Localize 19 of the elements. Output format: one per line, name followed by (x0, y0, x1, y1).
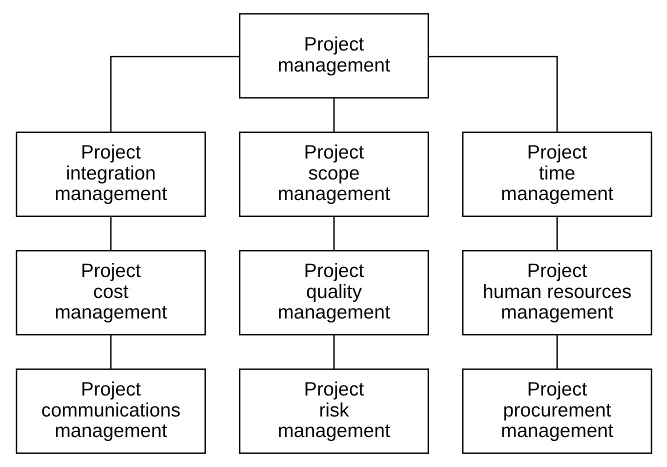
connector (110, 216, 112, 250)
node-box: Project procurement management (462, 368, 652, 454)
connector (332, 216, 334, 250)
node-box: Project quality management (238, 250, 429, 336)
connector (110, 334, 112, 369)
node-box: Project human resources management (462, 250, 652, 336)
connector (556, 334, 558, 369)
node-box: Project communications management (15, 368, 206, 454)
node-box: Project management (238, 13, 429, 99)
connector (110, 56, 239, 132)
connector (556, 216, 558, 250)
node-box: Project integration management (15, 132, 206, 217)
connector (428, 56, 558, 132)
connector (332, 98, 334, 132)
node-box: Project scope management (238, 132, 429, 217)
node-box: Project cost management (15, 250, 206, 336)
node-box: Project risk management (238, 368, 429, 454)
node-box: Project time management (462, 132, 652, 217)
connector (332, 334, 334, 369)
